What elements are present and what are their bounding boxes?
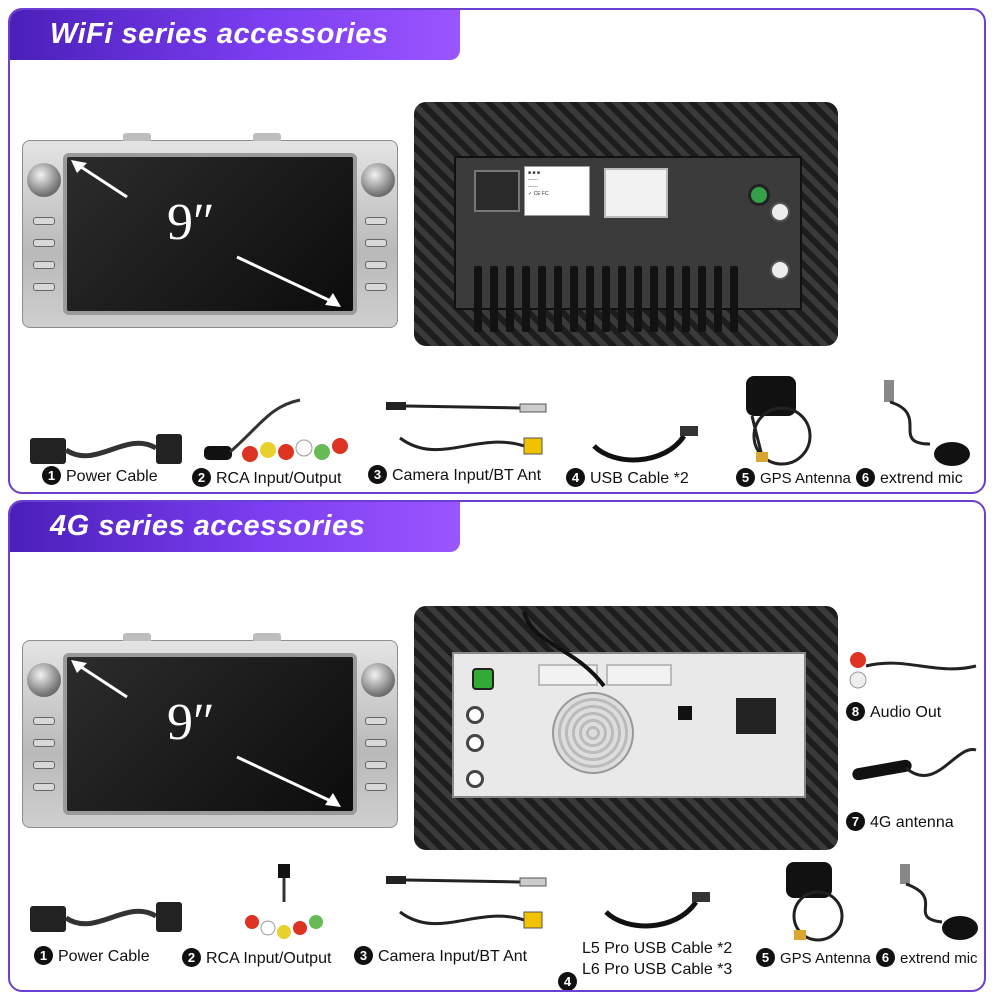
screen-size-label: 9″ bbox=[167, 694, 215, 751]
gps-antenna-image bbox=[786, 862, 844, 942]
usb-cable-image bbox=[604, 892, 710, 929]
gps-port-icon bbox=[472, 668, 494, 690]
wifi-section: WiFi series accessories 9″ ■ ■ ■--------… bbox=[8, 8, 986, 494]
volume-knob bbox=[27, 663, 61, 697]
tune-knob bbox=[361, 163, 395, 197]
wifi-port-icon bbox=[770, 202, 790, 222]
4g-antenna-image bbox=[852, 748, 977, 781]
cable-image bbox=[522, 611, 606, 688]
mic-image bbox=[900, 864, 978, 940]
gps-port-icon bbox=[748, 184, 770, 206]
camera-cable-image bbox=[386, 876, 547, 929]
4g-section: 4G series accessories 9″ bbox=[8, 500, 986, 992]
spec-sticker: ■ ■ ■------------✓ CE FC bbox=[524, 166, 590, 216]
camera-cable-image bbox=[386, 402, 547, 455]
display-screen: 9″ bbox=[63, 153, 357, 315]
accessory-label: 4 L5 Pro USB Cable *2 L6 Pro USB Cable *… bbox=[558, 938, 732, 990]
display-screen: 9″ bbox=[63, 653, 357, 815]
iso-connector bbox=[474, 170, 520, 212]
sim-slot-connector bbox=[736, 698, 776, 734]
usb-cable-image bbox=[592, 426, 698, 463]
mic-image bbox=[884, 380, 970, 466]
harness-connector bbox=[606, 664, 672, 686]
head-unit-front: 9″ bbox=[22, 133, 398, 328]
fan-icon bbox=[552, 692, 634, 774]
wifi-banner: WiFi series accessories bbox=[10, 10, 460, 60]
audio-out-cable-image bbox=[849, 652, 977, 689]
rca-cable-image bbox=[245, 864, 323, 939]
power-cable-image bbox=[30, 434, 182, 464]
back-panel: ■ ■ ■------------✓ CE FC bbox=[414, 102, 838, 346]
harness-connector bbox=[604, 168, 668, 218]
4g-banner: 4G series accessories bbox=[10, 502, 460, 552]
diagonal-arrow-icon bbox=[71, 660, 341, 807]
4g-port-icon bbox=[770, 260, 790, 280]
tune-knob bbox=[361, 663, 395, 697]
back-panel bbox=[414, 606, 838, 850]
rca-cable-image bbox=[204, 398, 348, 462]
diagonal-arrow-icon bbox=[71, 160, 341, 307]
power-cable-image bbox=[30, 902, 182, 932]
head-unit-front: 9″ bbox=[22, 633, 398, 828]
volume-knob bbox=[27, 163, 61, 197]
gps-antenna-image bbox=[746, 376, 812, 466]
screen-size-label: 9″ bbox=[167, 194, 215, 251]
